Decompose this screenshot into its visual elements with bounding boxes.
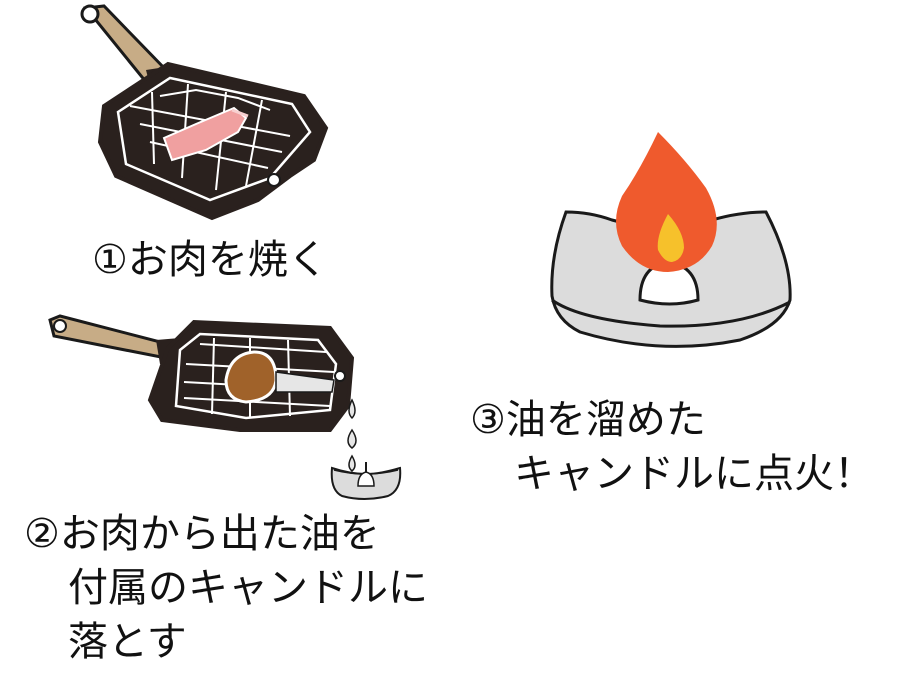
grill-pan-raw-meat-icon bbox=[80, 4, 329, 221]
grill-pan-cooked-meat-icon bbox=[48, 314, 355, 432]
step-2-caption-line-1: ②お肉から出た油を bbox=[24, 511, 380, 557]
step-3-caption-line-2: キャンドルに点火！ bbox=[514, 451, 874, 497]
step-3-caption-line-1: ③油を溜めた bbox=[470, 397, 706, 443]
step-3-caption: ③油を溜めた キャンドルに点火！ bbox=[470, 400, 874, 494]
small-candle-icon bbox=[330, 462, 402, 500]
candle-flame-icon bbox=[550, 132, 792, 348]
step-2-caption: ②お肉から出た油を 付属のキャンドルに 落とす bbox=[24, 514, 428, 662]
step-2-caption-line-3: 落とす bbox=[68, 619, 187, 665]
step-1-caption: ①お肉を焼く bbox=[92, 240, 328, 280]
oil-drops-icon bbox=[347, 398, 357, 472]
step-1-caption-line-1: ①お肉を焼く bbox=[92, 237, 328, 283]
step-2-caption-line-2: 付属のキャンドルに bbox=[68, 565, 428, 611]
